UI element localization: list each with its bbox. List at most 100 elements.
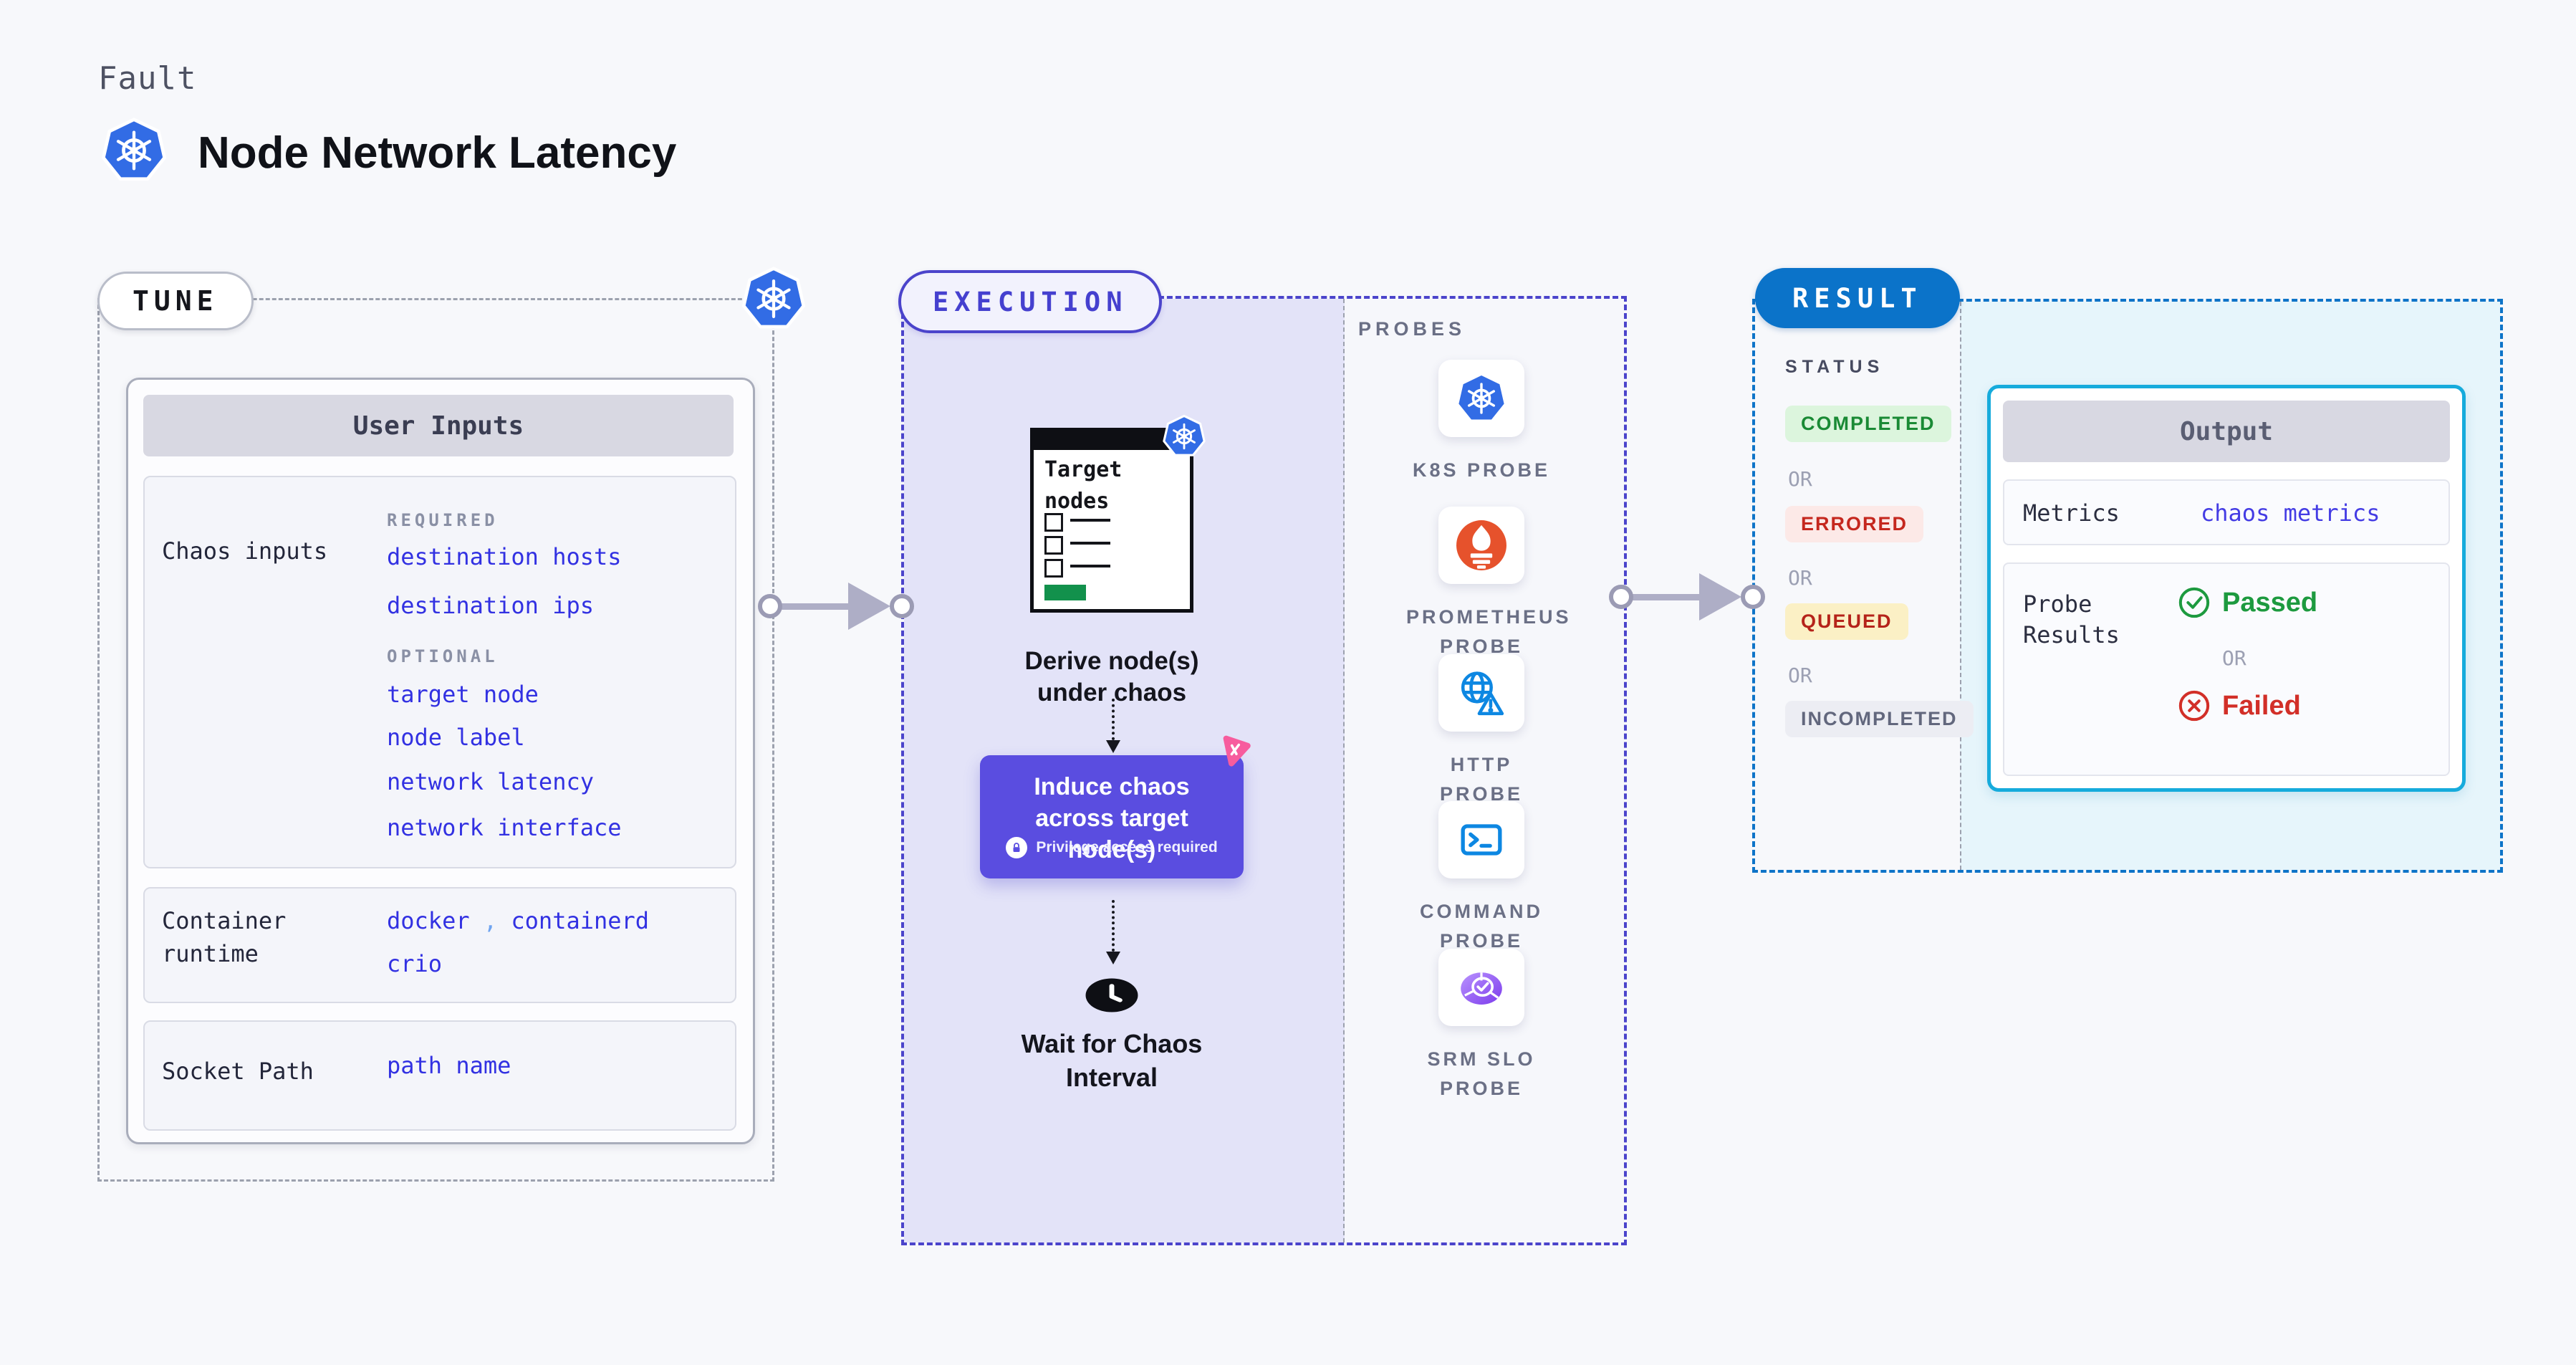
flow-arrow-down <box>1112 900 1115 952</box>
result-pill: RESULT <box>1755 268 1960 328</box>
status-badge-queued: QUEUED <box>1785 603 1908 640</box>
probe-card-command <box>1438 801 1524 878</box>
input-node-label: node label <box>387 724 525 751</box>
probe-card-http <box>1438 654 1524 732</box>
probe-label-command: COMMAND PROBE <box>1420 901 1543 952</box>
runtime-separator: , <box>483 907 498 934</box>
optional-heading: OPTIONAL <box>387 646 499 666</box>
prometheus-icon <box>1456 520 1506 570</box>
failed-label: Failed <box>2222 690 2301 721</box>
runtime-values-line1: docker , containerd <box>387 907 649 934</box>
probe-label-http: HTTP PROBE <box>1439 754 1524 805</box>
socket-path-value: path name <box>387 1052 511 1079</box>
fault-kicker: Fault <box>98 60 197 97</box>
socket-path-row <box>143 1020 736 1131</box>
wait-step-label: Wait for Chaos Interval <box>1021 1029 1203 1092</box>
tune-pill: TUNE <box>97 272 254 330</box>
page-title: Node Network Latency <box>198 128 677 178</box>
flow-arrow-head <box>1106 740 1120 753</box>
container-runtime-label: Container runtime <box>162 907 287 968</box>
probes-to-result-arrow <box>1609 570 1767 624</box>
tune-pill-label: TUNE <box>133 285 218 317</box>
or-label: OR <box>1788 566 1812 590</box>
execution-pill-label: EXECUTION <box>933 286 1128 317</box>
privilege-row: Privilege access required <box>980 837 1244 858</box>
connector-dot <box>758 594 782 618</box>
target-nodes-title: Target nodes <box>1044 457 1123 514</box>
connector-dot <box>890 594 914 618</box>
or-label: OR <box>1788 664 1812 687</box>
chaos-icon <box>1215 730 1256 770</box>
kubernetes-icon <box>100 117 168 184</box>
progress-bar <box>1044 585 1086 600</box>
tune-section-box <box>97 298 774 1182</box>
chaos-inputs-label: Chaos inputs <box>162 537 328 565</box>
privilege-label: Privilege access required <box>1036 839 1218 856</box>
probe-results-label: Probe Results <box>2023 590 2120 649</box>
metrics-value: chaos metrics <box>2201 499 2380 527</box>
probe-label-k8s: K8S PROBE <box>1412 459 1551 481</box>
arrow-head <box>848 583 890 630</box>
x-circle-icon <box>2178 690 2210 722</box>
output-header: Output <box>2003 401 2450 462</box>
status-heading: STATUS <box>1785 357 1885 377</box>
kubernetes-icon <box>741 266 807 332</box>
runtime-docker: docker <box>387 907 470 934</box>
user-inputs-title: User Inputs <box>352 411 524 441</box>
status-badge-errored: ERRORED <box>1785 506 1924 542</box>
lock-icon <box>1006 837 1028 858</box>
input-network-interface: network interface <box>387 814 622 841</box>
input-target-node: target node <box>387 681 539 708</box>
flow-arrow-down <box>1112 699 1115 740</box>
passed-label: Passed <box>2222 587 2318 618</box>
flow-arrow-head <box>1106 952 1120 964</box>
globe-warning-icon <box>1454 666 1509 720</box>
probes-area <box>1345 299 1624 1242</box>
list-line <box>1070 542 1110 545</box>
status-badge-incompleted: INCOMPLETED <box>1785 701 1974 737</box>
result-pill-label: RESULT <box>1792 282 1923 314</box>
runtime-crio: crio <box>387 950 443 977</box>
passed-line: Passed <box>2178 586 2317 619</box>
induce-chaos-box <box>980 755 1244 878</box>
check-circle-icon <box>2178 587 2210 618</box>
chaos-inputs-row <box>143 476 736 868</box>
derive-step-label: Derive node(s) under chaos <box>1024 647 1199 707</box>
kubernetes-icon <box>1163 414 1206 456</box>
checkbox-icon <box>1044 513 1063 532</box>
input-destination-hosts: destination hosts <box>387 543 622 570</box>
probe-label-prometheus: PROMETHEUS PROBE <box>1406 606 1572 657</box>
output-title: Output <box>2179 416 2274 446</box>
metrics-row <box>2003 479 2450 545</box>
terminal-icon <box>1454 813 1509 867</box>
or-label: OR <box>2222 646 2246 670</box>
arrow-line <box>778 603 852 610</box>
checkbox-icon <box>1044 559 1063 578</box>
tune-to-execution-arrow <box>758 579 915 633</box>
probe-card-srm-slo <box>1438 949 1524 1026</box>
input-destination-ips: destination ips <box>387 592 594 619</box>
connector-dot <box>1741 585 1765 609</box>
container-runtime-row <box>143 887 736 1003</box>
probe-card-k8s <box>1438 360 1524 437</box>
clock-icon <box>1085 973 1139 1017</box>
probe-results-row <box>2003 562 2450 776</box>
list-line <box>1070 565 1110 567</box>
list-line <box>1070 519 1110 522</box>
arrow-head <box>1699 573 1741 621</box>
user-inputs-header: User Inputs <box>143 395 734 456</box>
arrow-line <box>1629 594 1703 600</box>
probes-heading: PROBES <box>1358 318 1466 340</box>
execution-pill: EXECUTION <box>898 270 1163 333</box>
runtime-containerd: containerd <box>511 907 650 934</box>
metrics-label: Metrics <box>2023 499 2120 527</box>
socket-path-label: Socket Path <box>162 1058 314 1085</box>
kubernetes-icon <box>1456 373 1507 423</box>
checkbox-icon <box>1044 536 1063 555</box>
required-heading: REQUIRED <box>387 510 499 530</box>
probe-label-srm-slo: SRM SLO PROBE <box>1427 1048 1536 1099</box>
input-network-latency: network latency <box>387 768 594 795</box>
slo-check-icon <box>1459 971 1504 1006</box>
failed-line: Failed <box>2178 689 2301 722</box>
